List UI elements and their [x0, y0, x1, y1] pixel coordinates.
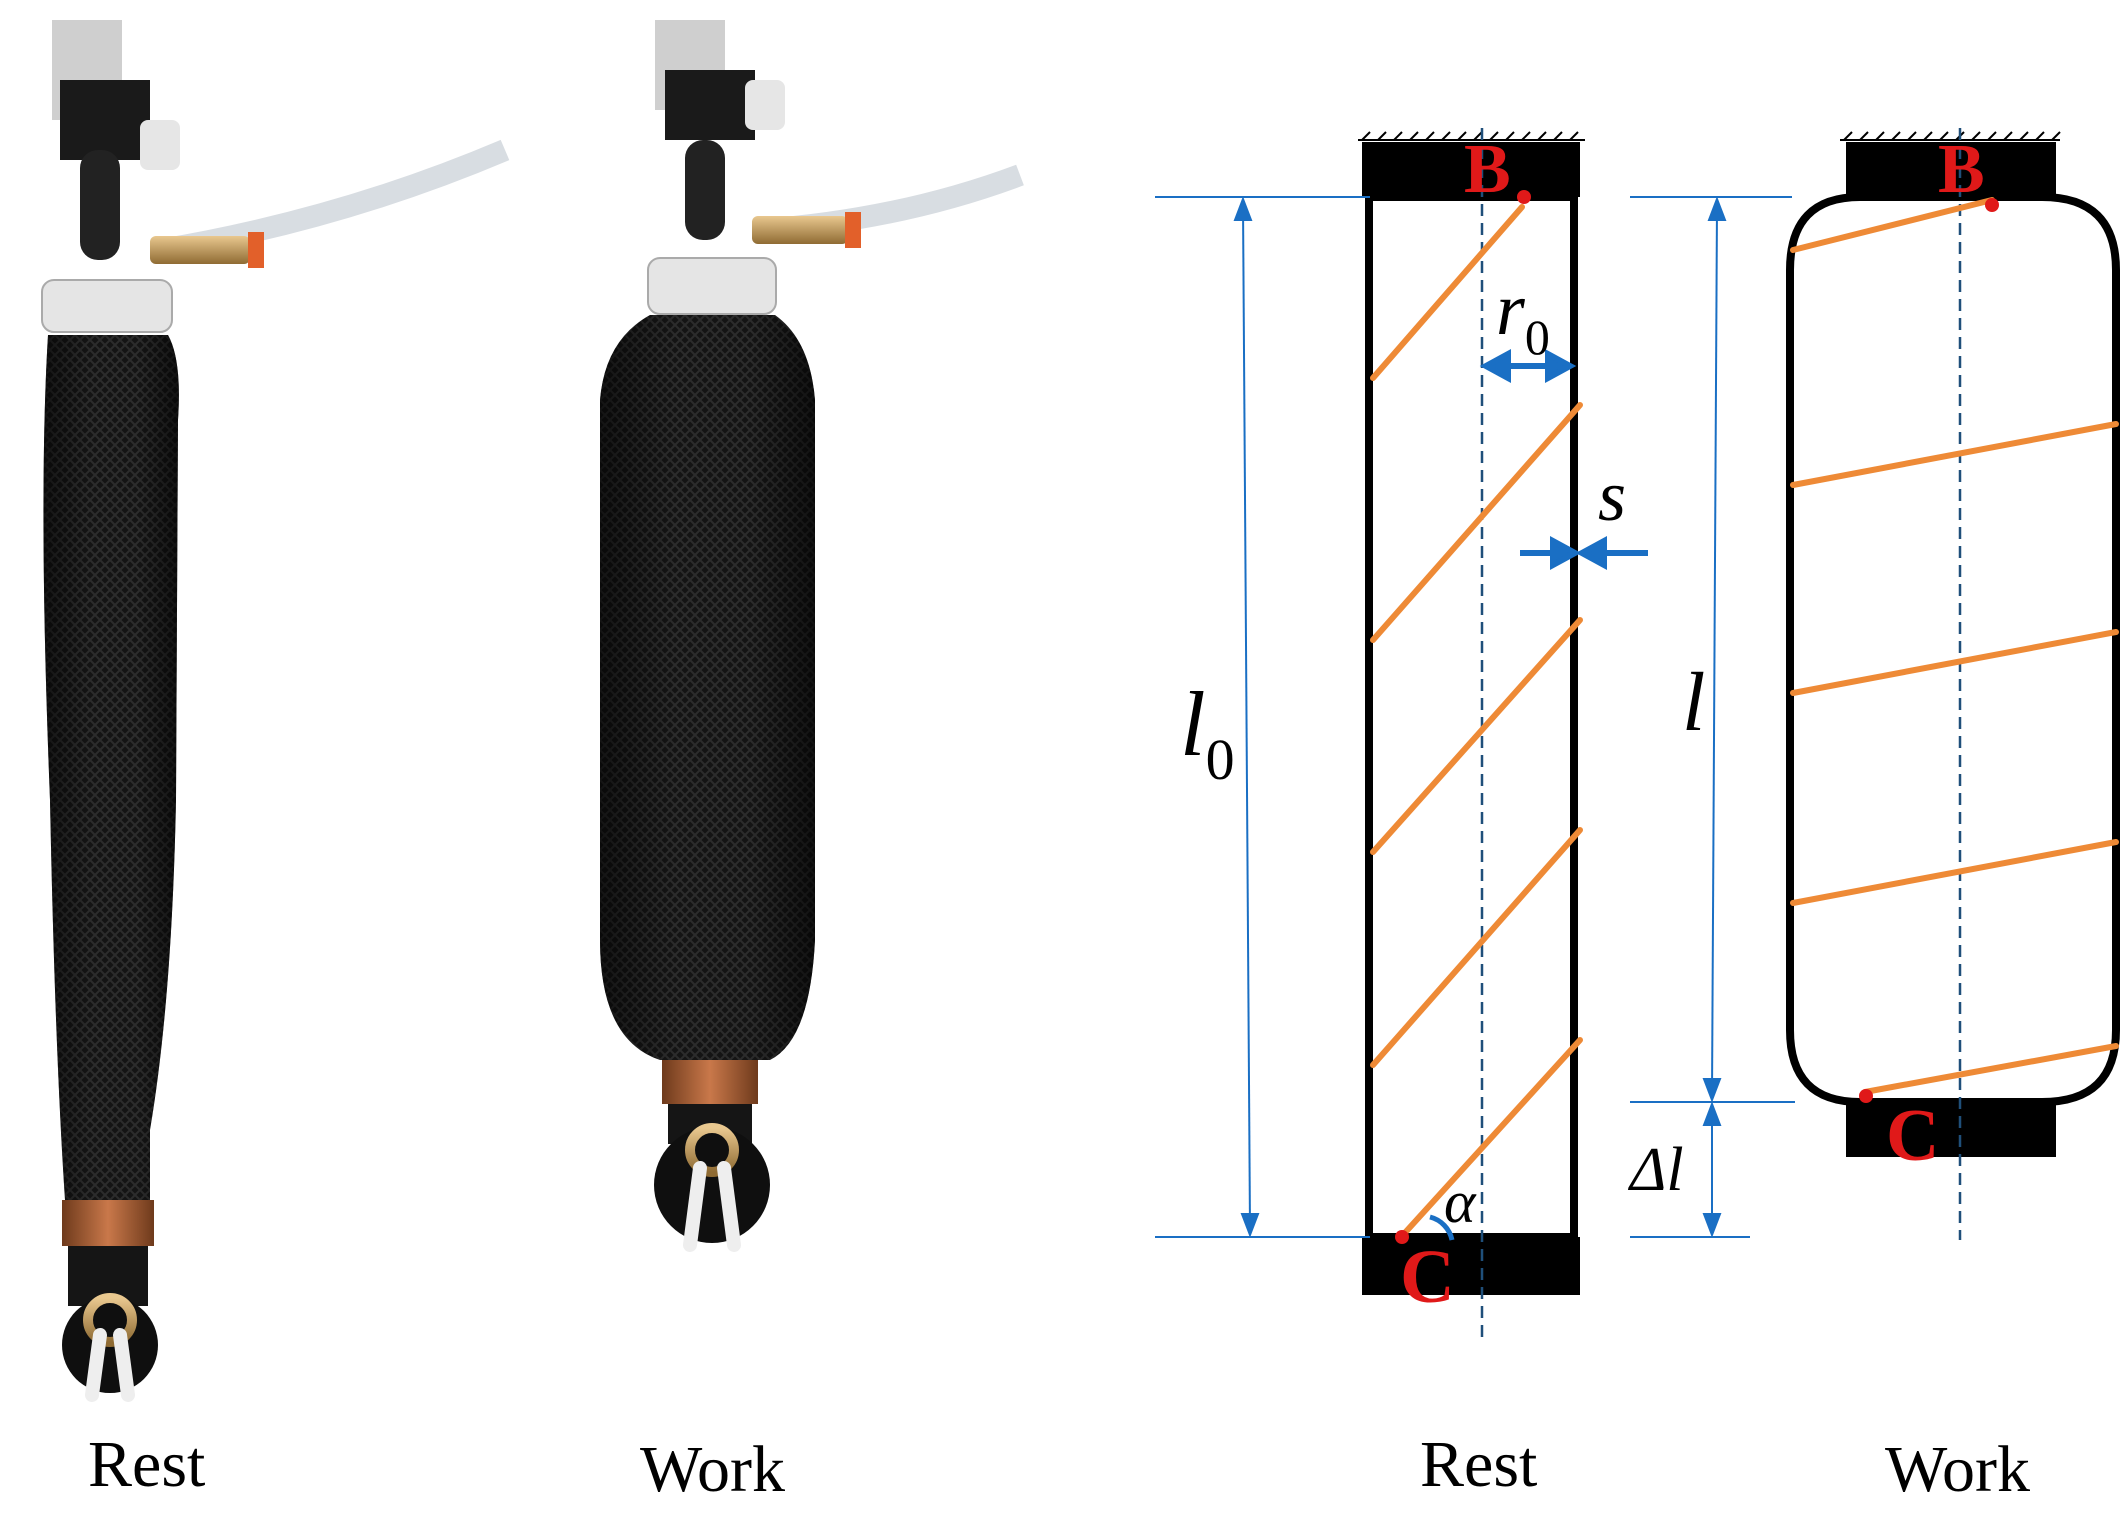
work-air-tube — [752, 164, 1024, 248]
caption-photo-work: Work — [640, 1433, 785, 1506]
label-work-length: l — [1682, 656, 1705, 749]
rest-wall-thickness-arrow — [1520, 535, 1648, 571]
label-radius: r0 — [1496, 269, 1550, 365]
rest-point-c-dot — [1395, 1230, 1409, 1244]
rest-radius-arrow — [1479, 348, 1577, 384]
work-bottom-cap — [1846, 1102, 2056, 1157]
label-delta-length: Δl — [1627, 1136, 1684, 1204]
label-work-point-b: B — [1938, 131, 1985, 208]
rest-top-collar — [41, 279, 173, 333]
work-copper-band — [662, 1060, 758, 1104]
caption-diagram-rest: Rest — [1420, 1428, 1538, 1501]
rest-top-mount — [52, 20, 180, 260]
rest-dimension-l0 — [1155, 196, 1370, 1238]
rest-bottom-mount — [62, 1246, 158, 1402]
label-work-point-c: C — [1886, 1095, 1939, 1177]
label-rest-point-c: C — [1400, 1235, 1455, 1319]
work-inflated-wall — [1786, 193, 2120, 1106]
diagram-work: l Δl B C — [1627, 128, 2120, 1240]
photo-work-actuator — [600, 20, 1024, 1252]
label-wall-thickness: s — [1598, 456, 1626, 536]
work-dimension-l — [1630, 196, 1795, 1238]
label-rest-point-b: B — [1464, 131, 1511, 208]
photo-rest-actuator — [41, 20, 510, 1402]
caption-diagram-work: Work — [1885, 1433, 2030, 1506]
label-helix-angle: α — [1444, 1169, 1477, 1235]
caption-photo-rest: Rest — [88, 1428, 206, 1501]
rest-angle-arc — [1429, 1214, 1455, 1241]
label-rest-length: l0 — [1180, 673, 1235, 792]
work-top-collar — [647, 257, 777, 315]
rest-air-tube — [150, 139, 510, 268]
work-fixed-support-hatch — [1840, 131, 2061, 141]
rest-top-cap — [1362, 142, 1580, 197]
rest-fiber-helix — [1370, 204, 1583, 1239]
work-top-mount — [655, 20, 785, 240]
work-point-b-dot — [1985, 198, 1999, 212]
rest-bottom-cap — [1362, 1237, 1580, 1295]
work-point-c-dot — [1859, 1089, 1873, 1103]
rest-copper-band — [62, 1200, 154, 1246]
rest-point-b-dot — [1517, 190, 1531, 204]
work-fiber-helix — [1790, 197, 2119, 1095]
work-top-cap — [1846, 142, 2056, 197]
work-bottom-mount — [654, 1104, 770, 1252]
diagram-rest: l0 r0 s α B C — [1155, 128, 1648, 1340]
rest-fixed-support-hatch — [1358, 131, 1585, 141]
